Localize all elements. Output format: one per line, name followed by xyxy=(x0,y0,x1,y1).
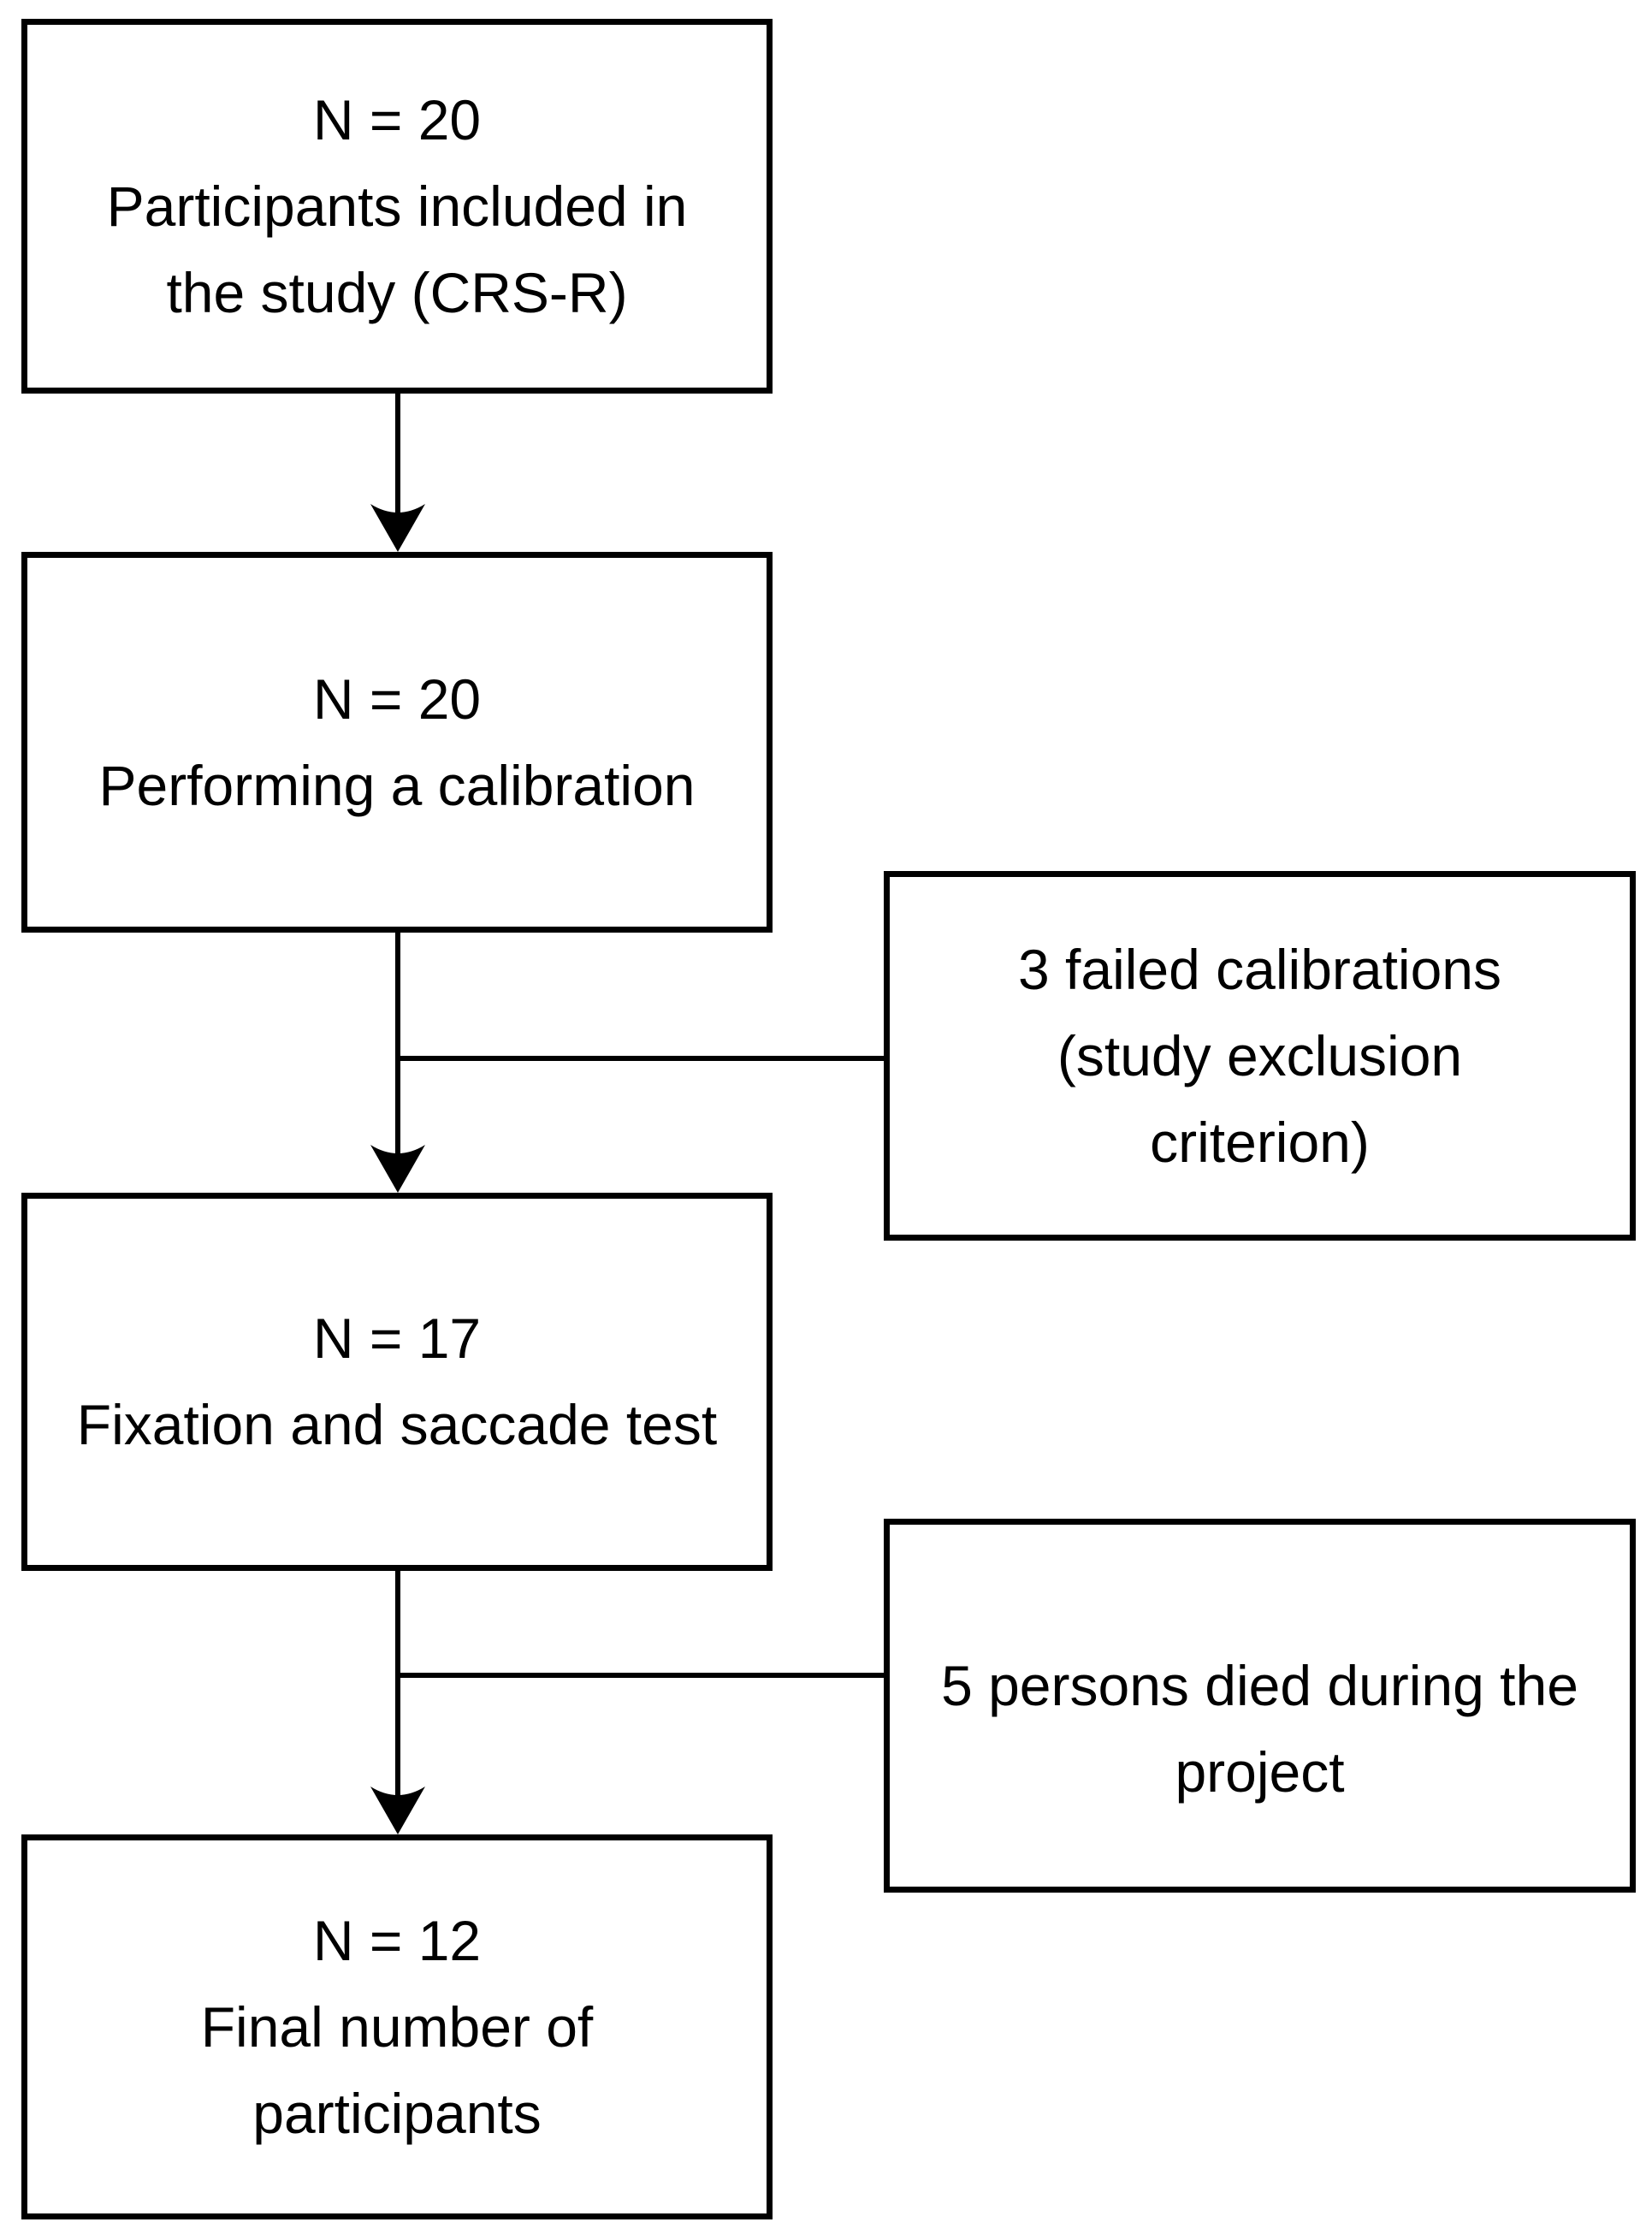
box-text-line: N = 17 xyxy=(312,1307,482,1370)
flow-box-performing-calibration: N = 20 Performing a calibration xyxy=(21,552,773,933)
arrowhead-down-icon xyxy=(370,504,425,552)
arrowhead-down-icon xyxy=(370,1787,425,1834)
flow-box-failed-calibrations: 3 failed calibrations (study exclusion c… xyxy=(884,871,1636,1241)
box-text-line: Performing a calibration xyxy=(98,753,696,817)
connector-participants-to-calibration xyxy=(395,392,400,520)
box-text-line: the study (CRS-R) xyxy=(166,260,628,324)
box-text-line: 3 failed calibrations xyxy=(1018,937,1501,1001)
arrowhead-down-icon xyxy=(370,1145,425,1193)
flow-box-fixation-saccade-test: N = 17 Fixation and saccade test xyxy=(21,1193,773,1571)
box-text-line: project xyxy=(1175,1740,1345,1804)
box-text-line: Final number of xyxy=(200,1994,594,2059)
box-text-line: N = 20 xyxy=(312,87,482,151)
box-text-line: N = 20 xyxy=(312,667,482,731)
connector-fixation-to-final xyxy=(395,1569,400,1802)
flow-box-persons-died: 5 persons died during the project xyxy=(884,1519,1636,1893)
connector-calibration-to-fixation xyxy=(395,930,400,1161)
box-text-line: criterion) xyxy=(1150,1110,1370,1174)
box-text-line: (study exclusion xyxy=(1057,1023,1463,1087)
box-text-line: Fixation and saccade test xyxy=(76,1393,718,1456)
box-text-line: participants xyxy=(252,2081,542,2145)
flow-box-participants-included: N = 20 Participants included in the stud… xyxy=(21,19,773,394)
branch-connector-failed-calibrations xyxy=(398,1056,884,1061)
box-text-line: Participants included in xyxy=(106,174,688,238)
flow-box-final-participants: N = 12 Final number of participants xyxy=(21,1834,773,2219)
box-text-line: 5 persons died during the xyxy=(941,1654,1578,1717)
branch-connector-died xyxy=(398,1673,884,1678)
box-text-line: N = 12 xyxy=(312,1908,482,1972)
